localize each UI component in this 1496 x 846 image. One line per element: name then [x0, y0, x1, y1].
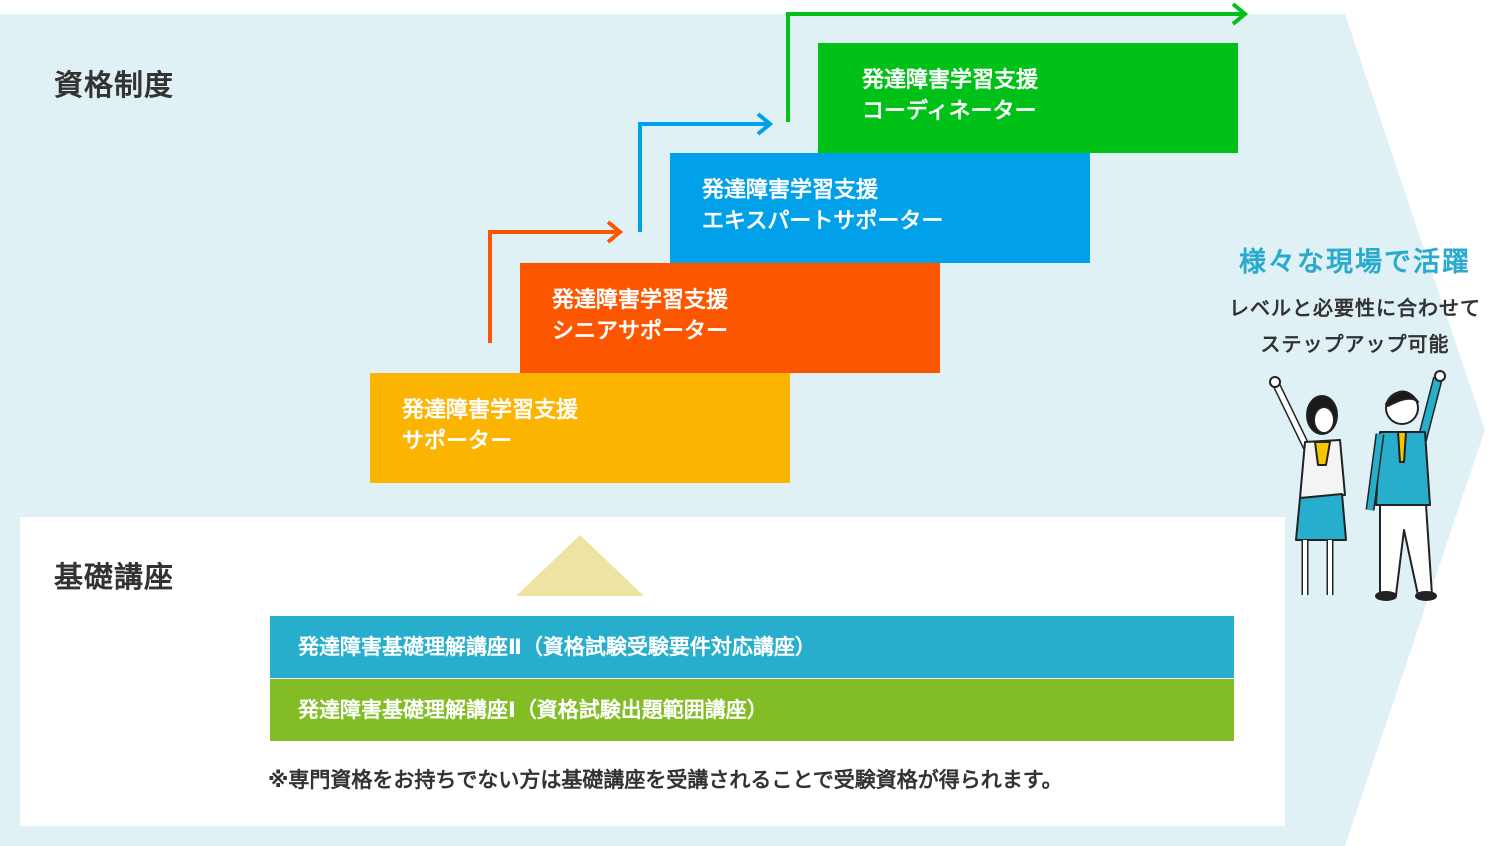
- step-title: 発達障害学習支援: [862, 68, 1039, 93]
- man-figure: [1365, 370, 1446, 601]
- course-1-bar: 発達障害基礎理解講座Ⅰ（資格試験出題範囲講座）: [270, 679, 1234, 741]
- side-line-1: レベルと必要性に合わせて: [1229, 296, 1481, 320]
- step-title: 発達障害学習支援: [702, 178, 879, 203]
- basic-heading: 基礎講座: [54, 560, 175, 594]
- step-title: 発達障害学習支援: [552, 288, 729, 313]
- step-supporter: 発達障害学習支援 サポーター: [370, 373, 790, 483]
- side-title: 様々な現場で活躍: [1239, 247, 1471, 278]
- step-expert-supporter: 発達障害学習支援 エキスパートサポーター: [670, 153, 1090, 263]
- people-illustration: [1269, 370, 1446, 601]
- arrow-blue: [638, 122, 768, 232]
- woman-figure: [1269, 376, 1347, 595]
- step-subtitle: コーディネーター: [862, 99, 1037, 124]
- step-coordinator: 発達障害学習支援 コーディネーター: [818, 43, 1238, 153]
- arrow-orange: [488, 230, 618, 343]
- side-line-2: ステップアップ可能: [1260, 332, 1450, 356]
- step-subtitle: シニアサポーター: [552, 319, 729, 344]
- step-subtitle: エキスパートサポーター: [702, 209, 944, 234]
- up-triangle: [516, 535, 644, 596]
- qualification-heading: 資格制度: [54, 68, 175, 102]
- step-senior-supporter: 発達障害学習支援 シニアサポーター: [520, 263, 940, 373]
- arrow-green: [786, 12, 1243, 122]
- step-title: 発達障害学習支援: [402, 398, 579, 423]
- step-subtitle: サポーター: [402, 429, 513, 454]
- side-description: レベルと必要性に合わせて ステップアップ可能: [1205, 290, 1496, 362]
- course-2-bar: 発達障害基礎理解講座Ⅱ（資格試験受験要件対応講座）: [270, 616, 1234, 678]
- footnote: ※専門資格をお持ちでない方は基礎講座を受講されることで受験資格が得られます。: [268, 768, 1063, 792]
